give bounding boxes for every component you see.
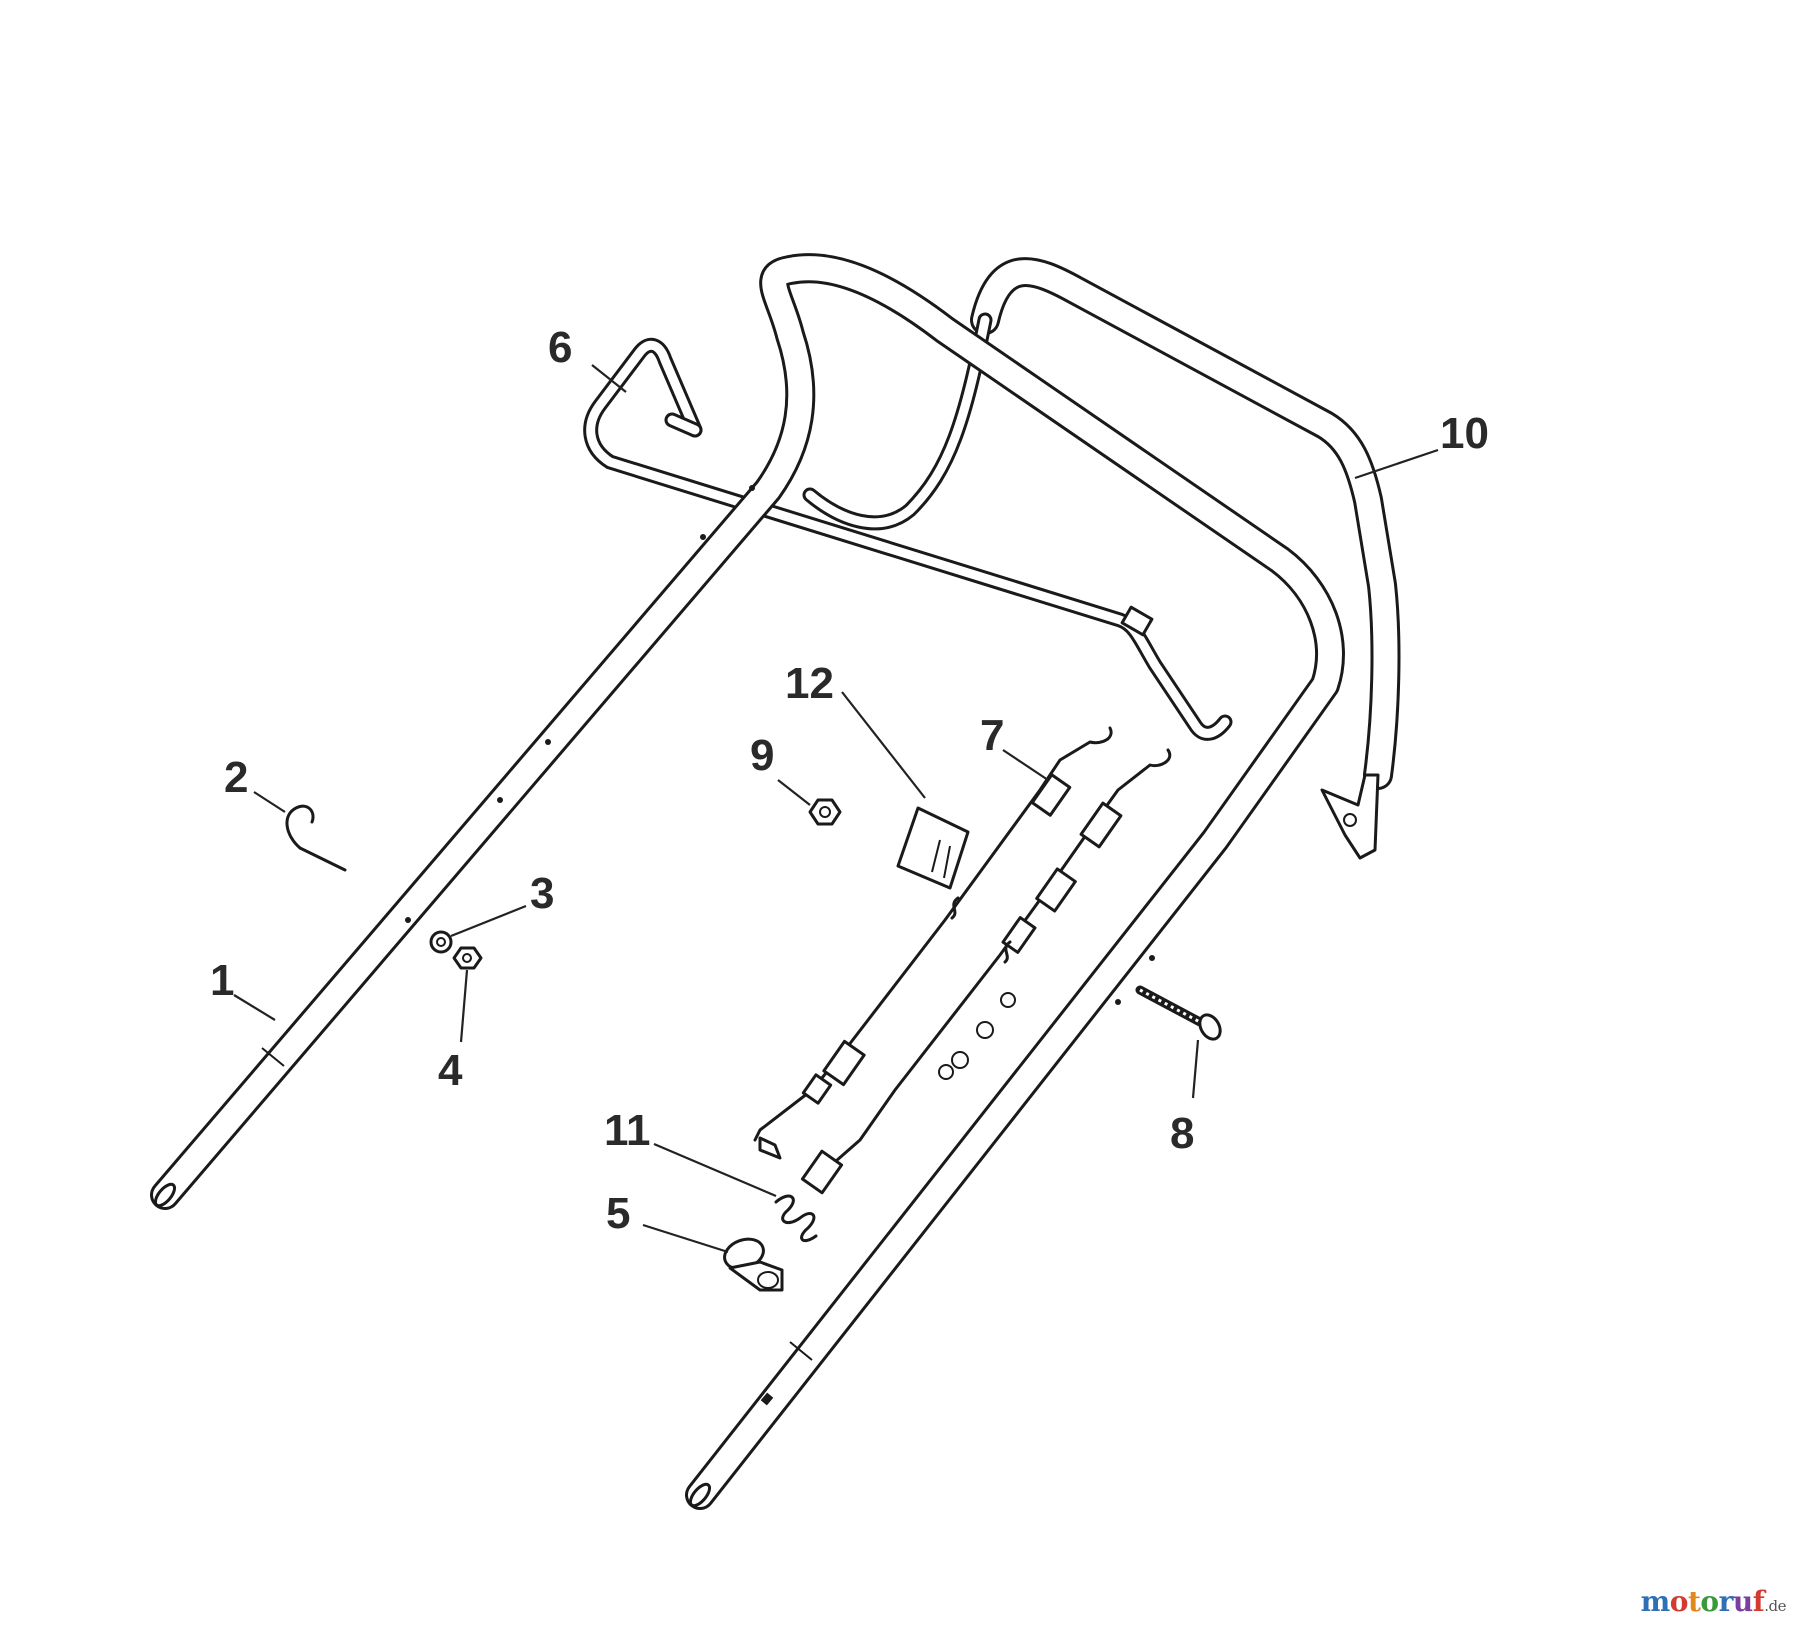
part-8-bolt: [1135, 985, 1222, 1041]
motoruf-logo: motoruf.de: [1640, 1585, 1787, 1618]
leader-4: [459, 969, 469, 1043]
callout-10: 10: [1440, 409, 1489, 458]
callouts: 6 10 12 9 7 2 3 4 1 8 11 5: [210, 323, 1489, 1238]
part-9-nut: [808, 798, 842, 826]
part-2-hook-bolt: [285, 804, 347, 872]
leader-1: [233, 994, 276, 1021]
callout-5: 5: [606, 1189, 630, 1238]
leader-lines: [233, 364, 1439, 1254]
leader-10: [1354, 448, 1439, 480]
leader-3: [450, 904, 527, 938]
callout-1: 1: [210, 956, 234, 1005]
leader-8: [1191, 1039, 1200, 1099]
leader-5: [642, 1223, 729, 1254]
leader-7: [1002, 749, 1049, 781]
leader-11: [653, 1142, 777, 1198]
callout-3: 3: [530, 869, 554, 918]
leader-12: [841, 691, 926, 799]
callout-8: 8: [1170, 1109, 1194, 1158]
leader-9: [777, 779, 811, 806]
bracket-hole-icon: [1343, 813, 1357, 827]
callout-7: 7: [980, 711, 1004, 760]
callout-9: 9: [750, 731, 774, 780]
callout-12: 12: [785, 659, 834, 708]
leader-6: [591, 364, 627, 393]
part-11-spring: [774, 1194, 818, 1242]
part-3-washer: [429, 930, 453, 954]
callout-2: 2: [224, 753, 248, 802]
callout-4: 4: [438, 1046, 463, 1095]
part-4-nut: [452, 946, 483, 970]
part-7-control-cables: [753, 726, 1172, 1195]
leader-2: [253, 791, 286, 813]
part-1-main-handle: [150, 253, 1345, 1510]
part-5-cable-clamp: [723, 1237, 784, 1292]
callout-11: 11: [604, 1106, 651, 1155]
part-12-cable-clip: [896, 806, 970, 890]
part-6-bail-lever: [583, 337, 1233, 741]
part-10-grab-bar: [802, 257, 1401, 860]
callout-6: 6: [548, 323, 572, 372]
